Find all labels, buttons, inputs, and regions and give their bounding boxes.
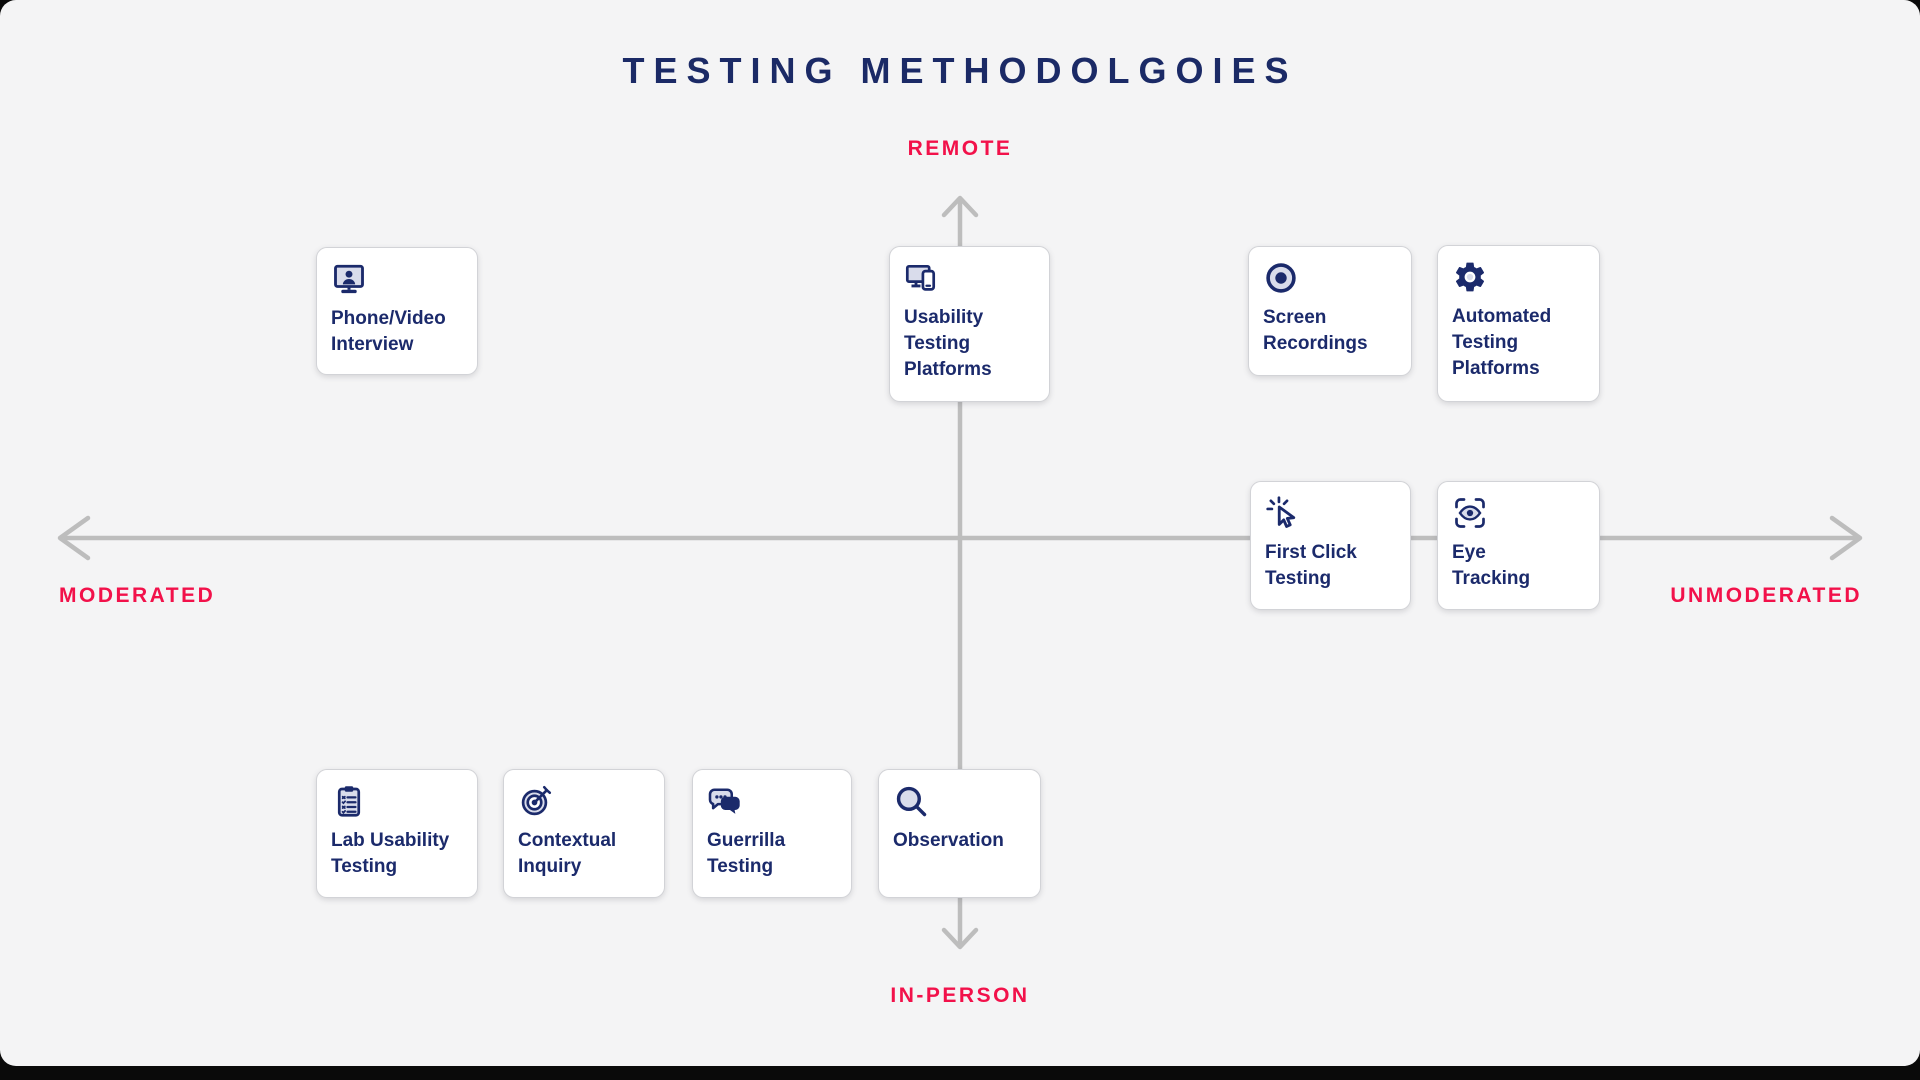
card-lab-usability-testing: Lab Usability Testing — [316, 769, 478, 898]
axis-label-moderated: MODERATED — [59, 584, 216, 607]
card-contextual-inquiry: Contextual Inquiry — [503, 769, 665, 898]
card-phone-video-interview: Phone/Video Interview — [316, 247, 478, 375]
magnifier-icon — [896, 786, 927, 817]
left-arrowhead-icon — [57, 515, 91, 561]
axis-label-unmoderated: UNMODERATED — [1670, 584, 1862, 607]
right-arrowhead-icon — [1829, 515, 1863, 561]
card-label: Contextual Inquiry — [518, 830, 617, 877]
card-label: Guerrilla Testing — [707, 830, 786, 877]
devices-icon — [905, 264, 936, 291]
card-label: Eye Tracking — [1452, 542, 1531, 589]
card-label: Phone/Video Interview — [331, 308, 446, 355]
card-eye-tracking: Eye Tracking — [1437, 481, 1600, 610]
video-interview-icon — [334, 264, 364, 294]
axis-label-remote: REMOTE — [907, 137, 1013, 160]
chat-bubbles-icon — [708, 788, 740, 814]
axis-label-in-person: IN-PERSON — [890, 984, 1030, 1007]
clipboard-checklist-icon — [337, 786, 361, 817]
up-arrowhead-icon — [941, 195, 979, 218]
card-label: Screen Recordings — [1263, 307, 1368, 354]
down-arrowhead-icon — [941, 927, 979, 950]
card-screen-recordings: Screen Recordings — [1248, 246, 1412, 376]
card-label: Observation — [893, 830, 1004, 851]
record-icon — [1266, 263, 1296, 293]
card-label: Lab Usability Testing — [331, 830, 450, 877]
card-label: Automated Testing Platforms — [1452, 306, 1552, 379]
card-automated-testing-platforms: Automated Testing Platforms — [1437, 245, 1600, 402]
target-arrow-icon — [521, 785, 552, 816]
card-label: Usability Testing Platforms — [904, 307, 992, 380]
card-first-click-testing: First Click Testing — [1250, 481, 1411, 610]
card-guerrilla-testing: Guerrilla Testing — [692, 769, 852, 898]
page-title: TESTING METHODOLGOIES — [622, 50, 1298, 91]
card-label: First Click Testing — [1265, 542, 1357, 589]
eye-scan-icon — [1455, 498, 1485, 528]
cursor-click-icon — [1266, 496, 1296, 528]
card-usability-testing-platforms: Usability Testing Platforms — [889, 246, 1050, 402]
gear-icon — [1455, 262, 1485, 292]
card-observation: Observation — [878, 769, 1041, 898]
